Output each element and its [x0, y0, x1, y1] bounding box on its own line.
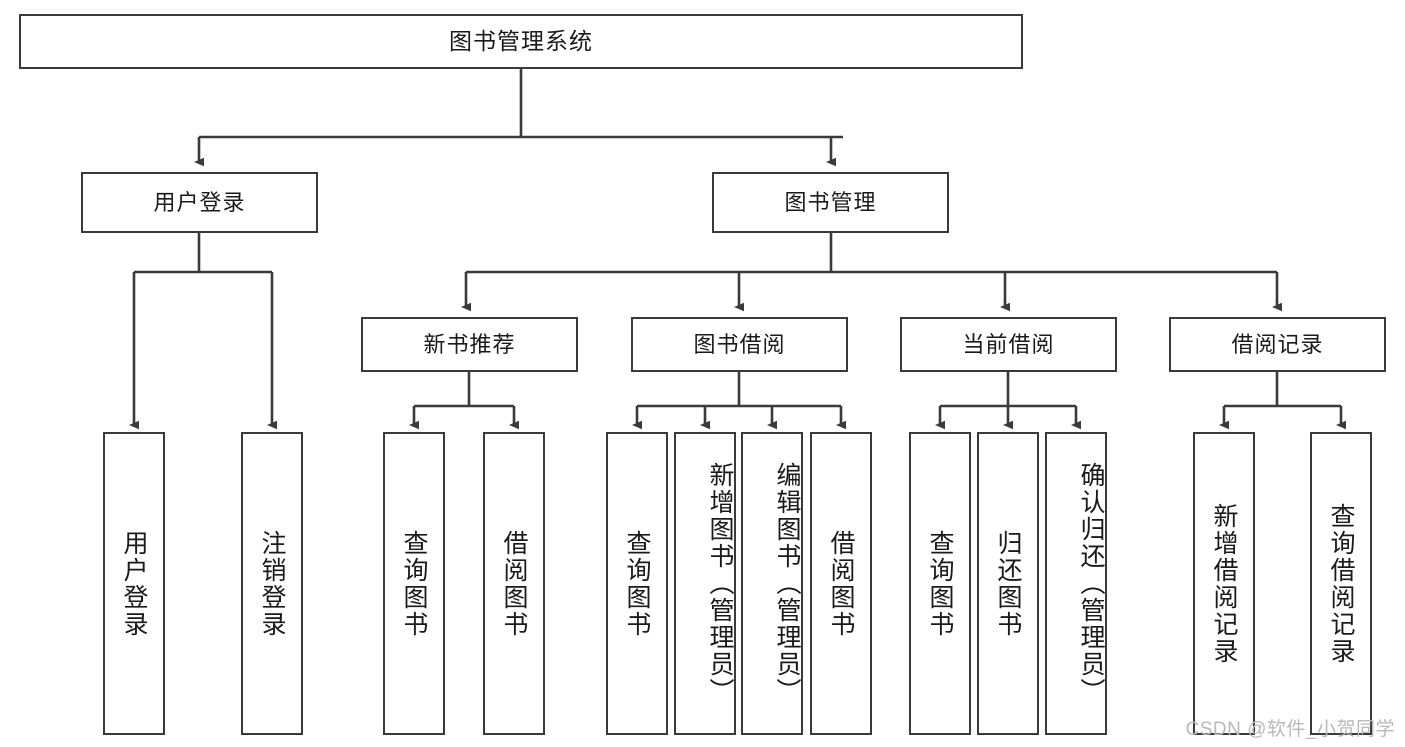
csdn-watermark: CSDN @软件_小贺同学: [1185, 719, 1395, 740]
leaf-query-book-borrow[interactable]: 查询图书: [606, 432, 668, 735]
leaf-add-borrow-record[interactable]: 新增借阅记录: [1193, 432, 1255, 735]
leaf-add-book[interactable]: 新增图书（管理员）: [674, 432, 736, 735]
node-user-login[interactable]: 用户登录: [81, 172, 318, 233]
leaf-user-logout[interactable]: 注销登录: [241, 432, 303, 735]
leaf-user-login[interactable]: 用户登录: [103, 432, 165, 735]
leaf-edit-book[interactable]: 编辑图书（管理员）: [741, 432, 803, 735]
leaf-query-book-current[interactable]: 查询图书: [909, 432, 971, 735]
leaf-borrow-book-new[interactable]: 借阅图书: [483, 432, 545, 735]
node-root[interactable]: 图书管理系统: [19, 14, 1023, 69]
node-current-borrow[interactable]: 当前借阅: [900, 317, 1117, 372]
node-book-borrow[interactable]: 图书借阅: [631, 317, 848, 372]
leaf-query-book-new[interactable]: 查询图书: [383, 432, 445, 735]
leaf-return-book[interactable]: 归还图书: [977, 432, 1039, 735]
node-new-book-recommend[interactable]: 新书推荐: [361, 317, 578, 372]
leaf-confirm-return[interactable]: 确认归还（管理员）: [1045, 432, 1107, 735]
node-book-management[interactable]: 图书管理: [712, 172, 949, 233]
node-borrow-record[interactable]: 借阅记录: [1169, 317, 1386, 372]
leaf-borrow-book-borrow[interactable]: 借阅图书: [810, 432, 872, 735]
leaf-query-borrow-record[interactable]: 查询借阅记录: [1310, 432, 1372, 735]
